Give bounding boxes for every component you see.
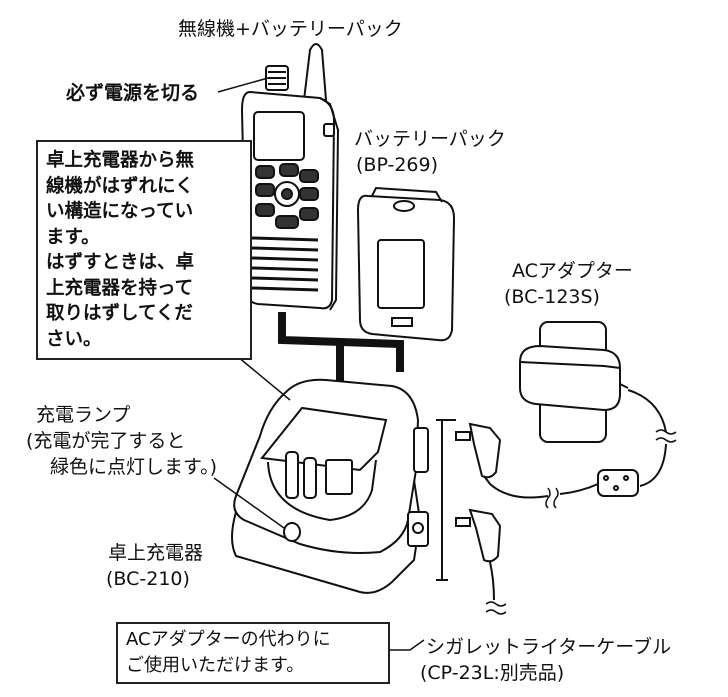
radio-battery-label: 無線機+バッテリーパック	[178, 18, 403, 40]
removal-note-line: 取りはずしてくだ	[46, 303, 193, 324]
ac-adapter-label: ACアダプター	[512, 260, 633, 282]
removal-note-line: 線機がはずれにく	[46, 175, 194, 197]
removal-note-line: ます。	[46, 226, 100, 248]
charge-lamp-label: 充電ランプ	[36, 404, 131, 426]
removal-note-line: はずすときは、卓	[46, 252, 195, 273]
removal-note-line: い構造になってい	[46, 201, 194, 222]
cigarette-cable-model-label: (CP-23L:別売品)	[420, 662, 565, 684]
alternative-note: ACアダプターの代わりに ご使用いただけます。	[116, 622, 390, 684]
power-off-label: 必ず電源を切る	[66, 82, 200, 104]
cable-break-marks	[485, 429, 677, 615]
removal-note-line: さい。	[46, 328, 102, 350]
desktop-charger-model-label: (BC-210)	[106, 568, 190, 590]
battery-pack-label: バッテリーパック	[354, 128, 506, 150]
charge-lamp-note-1: (充電が完了すると	[26, 430, 186, 452]
charge-lamp-leader	[213, 477, 285, 529]
ac-adapter-illustration	[519, 321, 629, 443]
alternative-note-line: ご使用いただけます。	[126, 655, 305, 676]
removal-note-line: 卓上充電器から無	[46, 150, 195, 171]
ac-adapter-model-label: (BC-123S)	[504, 286, 600, 308]
cables	[436, 389, 667, 601]
charge-lamp-note-2: 緑色に点灯します。)	[50, 456, 218, 478]
removal-note-line: 上充電器を持って	[46, 277, 194, 299]
cigarette-cable-label: シガレットライターケーブル	[426, 636, 672, 658]
radio-illustration	[240, 43, 340, 311]
charger-illustration	[231, 378, 429, 594]
alternative-note-line: ACアダプターの代わりに	[126, 629, 331, 650]
power-off-leader	[217, 77, 269, 93]
removal-note-leader	[231, 351, 291, 401]
battery-model-label: (BP-269)	[356, 154, 439, 176]
removal-note: 卓上充電器から無 線機がはずれにく い構造になってい ます。 はずすときは、卓 …	[36, 140, 252, 360]
alternative-note-leader	[384, 639, 425, 651]
desktop-charger-label: 卓上充電器	[108, 542, 204, 564]
battery-pack-illustration	[356, 186, 456, 342]
